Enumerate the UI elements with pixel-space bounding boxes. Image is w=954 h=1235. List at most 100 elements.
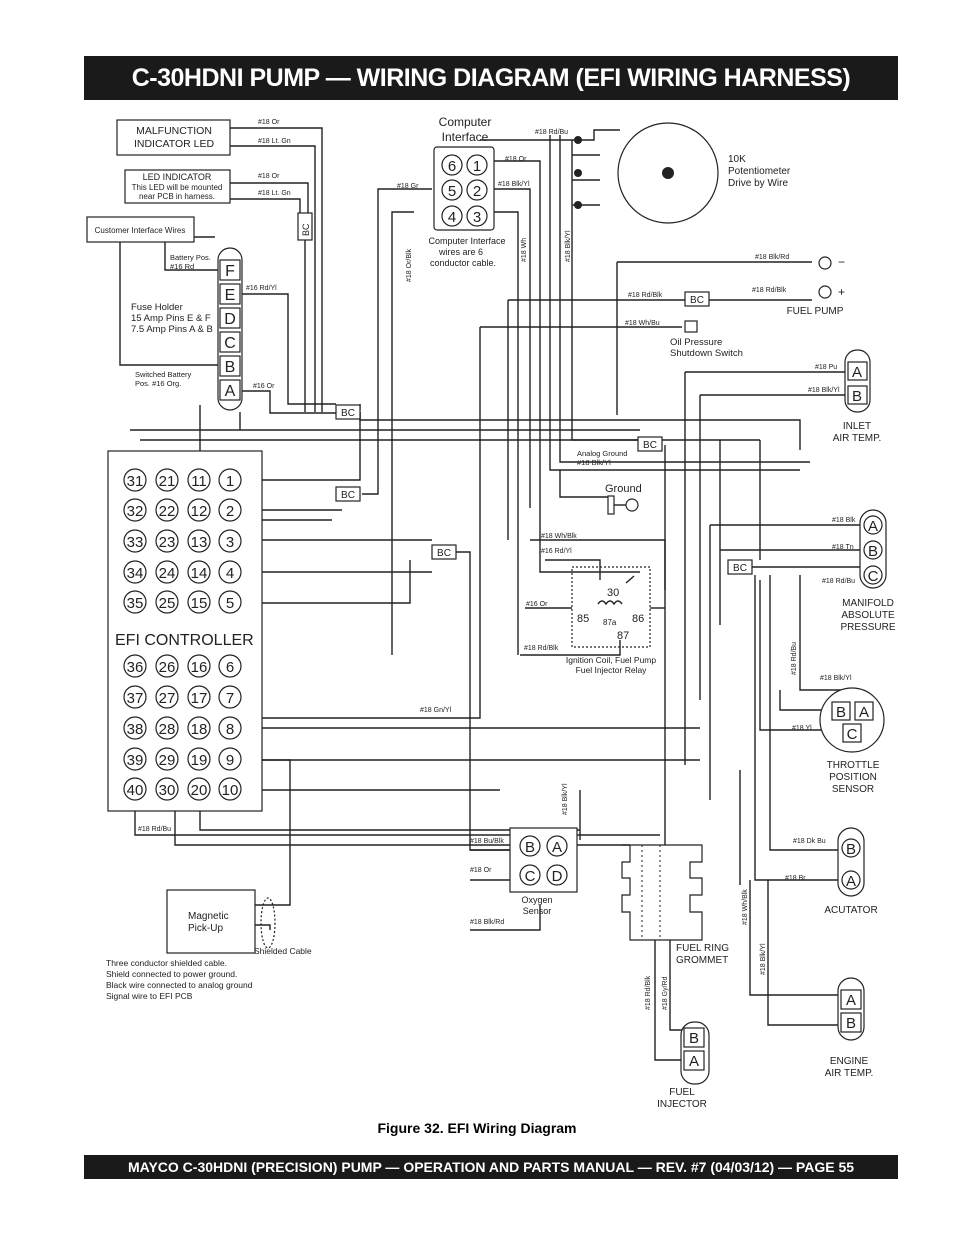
svg-text:#16 Rd: #16 Rd	[170, 262, 194, 271]
controller-pin	[155, 654, 179, 678]
svg-text:#18 Wh/Blk: #18 Wh/Blk	[742, 889, 749, 925]
controller-pin-label: 12	[191, 503, 208, 520]
svg-text:BC: BC	[341, 490, 355, 501]
svg-text:#18 Pu: #18 Pu	[815, 364, 837, 371]
oil-pressure-switch: Oil Pressure Shutdown Switch	[670, 320, 743, 359]
controller-pin-label: 20	[191, 782, 208, 799]
controller-pin	[187, 685, 211, 709]
svg-text:4: 4	[448, 209, 456, 226]
controller-pin	[218, 590, 242, 614]
controller-pin-label: 4	[226, 565, 234, 582]
controller-pin	[123, 529, 147, 553]
controller-pin	[187, 654, 211, 678]
bc-splices: BC BC BC BC BC BC BC	[297, 212, 753, 575]
svg-text:#18 Lt. Gn: #18 Lt. Gn	[258, 190, 291, 197]
svg-text:#18 Lt. Gn: #18 Lt. Gn	[258, 138, 291, 145]
svg-text:AIR TEMP.: AIR TEMP.	[833, 433, 882, 444]
controller-pin-label: 11	[191, 473, 207, 490]
controller-pin-label: 6	[226, 659, 234, 676]
svg-text:E: E	[225, 287, 236, 304]
controller-pin-label: 39	[127, 752, 144, 769]
controller-pin	[187, 498, 211, 522]
controller-pin	[187, 468, 211, 492]
svg-text:A: A	[852, 364, 862, 381]
ground-terminal: Ground Analog Ground #18 Blk/Yl	[577, 449, 642, 515]
controller-pin-label: 15	[191, 595, 208, 612]
controller-pin	[187, 560, 211, 584]
svg-text:Black wire connected to analog: Black wire connected to analog ground	[106, 980, 253, 990]
page-footer: MAYCO C-30HDNI (PRECISION) PUMP — OPERAT…	[84, 1155, 898, 1179]
controller-pin-label: 19	[191, 752, 208, 769]
controller-pin-label: 2	[226, 503, 234, 520]
controller-pin	[218, 529, 242, 553]
throttle-position-sensor: B A C THROTTLE POSITION SENSOR	[819, 687, 885, 795]
malfunction-indicator-led: MALFUNCTION INDICATOR LED	[116, 119, 231, 156]
controller-pin	[123, 590, 147, 614]
controller-pin-label: 32	[127, 503, 144, 520]
svg-text:A: A	[689, 1053, 699, 1070]
svg-text:F: F	[225, 263, 235, 280]
svg-text:Oil Pressure: Oil Pressure	[670, 337, 722, 348]
svg-text:86: 86	[632, 613, 644, 625]
fuel-injector: B A FUEL INJECTOR	[657, 1021, 710, 1110]
svg-text:wires are 6: wires are 6	[438, 247, 483, 257]
led-indicator: LED INDICATOR This LED will be mounted n…	[124, 169, 231, 204]
svg-text:INLET: INLET	[843, 421, 871, 432]
controller-pin	[218, 468, 242, 492]
svg-text:A: A	[868, 518, 878, 535]
svg-text:#18 Yl: #18 Yl	[792, 725, 812, 732]
svg-text:Switched Battery: Switched Battery	[135, 370, 192, 379]
svg-text:INJECTOR: INJECTOR	[657, 1099, 707, 1110]
svg-text:#18 Bu/Blk: #18 Bu/Blk	[470, 838, 504, 845]
controller-pin-label: 23	[159, 534, 176, 551]
fuse-pins: F E D C B A	[219, 259, 241, 401]
svg-text:6: 6	[448, 158, 456, 175]
svg-text:#18 Blk/Rd: #18 Blk/Rd	[470, 919, 504, 926]
svg-text:SENSOR: SENSOR	[832, 784, 874, 795]
svg-text:Fuse Holder: Fuse Holder	[131, 302, 183, 313]
controller-pin	[218, 498, 242, 522]
svg-text:Potentiometer: Potentiometer	[728, 166, 791, 177]
controller-pin-label: 14	[191, 565, 208, 582]
controller-pin-label: 13	[191, 534, 208, 551]
controller-pin	[187, 716, 211, 740]
page-title: C-30HDNI PUMP — WIRING DIAGRAM (EFI WIRI…	[84, 56, 898, 100]
svg-text:ABSOLUTE: ABSOLUTE	[841, 610, 895, 621]
svg-text:A: A	[225, 383, 236, 400]
svg-text:3: 3	[473, 209, 481, 226]
controller-pin	[123, 654, 147, 678]
controller-pin	[187, 529, 211, 553]
controller-pin	[218, 716, 242, 740]
svg-text:D: D	[552, 868, 563, 885]
controller-pin-label: 18	[191, 721, 208, 738]
controller-pin	[218, 747, 242, 771]
svg-text:B: B	[525, 839, 535, 856]
fuel-pump-terminals: − + FUEL PUMP	[787, 255, 845, 317]
svg-text:LED INDICATOR: LED INDICATOR	[143, 172, 212, 182]
controller-pin	[123, 685, 147, 709]
svg-text:Ignition Coil, Fuel Pump: Ignition Coil, Fuel Pump	[566, 655, 657, 665]
controller-pin-label: 35	[127, 595, 144, 612]
controller-pin	[123, 747, 147, 771]
svg-text:FUEL: FUEL	[669, 1087, 695, 1098]
svg-text:#18 Blk/Yl: #18 Blk/Yl	[760, 943, 767, 975]
controller-pin-label: 1	[226, 473, 234, 490]
svg-text:B: B	[868, 543, 878, 560]
controller-pin-label: 17	[191, 690, 208, 707]
svg-text:B: B	[836, 704, 846, 721]
controller-pin	[218, 777, 242, 801]
controller-pin	[155, 747, 179, 771]
svg-text:Customer Interface Wires: Customer Interface Wires	[95, 226, 186, 235]
svg-text:THROTTLE: THROTTLE	[827, 760, 880, 771]
svg-text:A: A	[859, 704, 869, 721]
svg-text:BC: BC	[690, 295, 704, 306]
potentiometer: 10K Potentiometer Drive by Wire	[574, 122, 791, 224]
svg-text:#18 Rd/Bu: #18 Rd/Bu	[535, 129, 568, 136]
svg-text:87a: 87a	[603, 618, 617, 627]
svg-text:#16 Rd/Yl: #16 Rd/Yl	[541, 548, 572, 555]
controller-pin	[155, 590, 179, 614]
svg-text:A: A	[552, 839, 562, 856]
oxygen-sensor: B A C D Oxygen Sensor	[509, 827, 578, 916]
controller-pin-label: 24	[159, 565, 176, 582]
svg-text:#18 Br: #18 Br	[785, 875, 806, 882]
